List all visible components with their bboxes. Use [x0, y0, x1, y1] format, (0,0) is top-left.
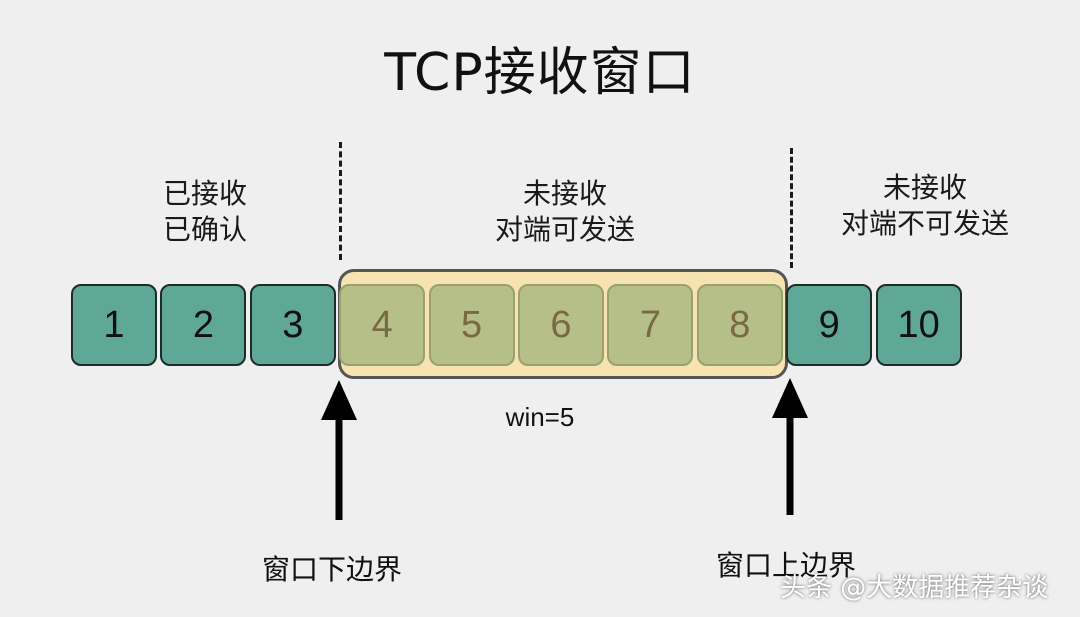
sequence-cell-3: 3	[249, 284, 336, 366]
upper-bound-label: 窗口上边界	[716, 549, 857, 582]
not-sendable-line2: 对端不可发送	[840, 207, 1009, 240]
sendable-line1: 未接收	[522, 177, 607, 210]
received-line1: 已接收	[162, 177, 247, 210]
sequence-cell-9: 9	[786, 284, 873, 366]
lower-bound-label: 窗口下边界	[262, 553, 403, 586]
sequence-cell-7: 7	[607, 284, 694, 366]
not-sendable-line1: 未接收	[882, 171, 967, 204]
sequence-cell-8: 8	[696, 284, 783, 366]
lower-boundary-divider	[339, 142, 342, 260]
sequence-cell-6: 6	[518, 284, 604, 366]
diagram-title: TCP接收窗口	[384, 43, 696, 103]
upper-boundary-arrow-icon	[772, 378, 808, 515]
sequence-cell-5: 5	[428, 284, 515, 366]
sendable-line2: 对端可发送	[494, 213, 635, 246]
upper-boundary-divider	[790, 148, 793, 268]
watermark: 头条 @大数据推荐杂谈	[780, 573, 1049, 603]
sequence-cell-10: 10	[875, 284, 962, 366]
not-sendable-region-label: 未接收 对端不可发送	[800, 170, 1050, 242]
sendable-region-label: 未接收 对端可发送	[440, 176, 690, 248]
window-size-label: win=5	[505, 402, 575, 432]
sequence-cell-1: 1	[71, 284, 157, 366]
received-line2: 已确认	[162, 213, 247, 246]
lower-boundary-arrow-icon	[321, 380, 357, 520]
received-region-label: 已接收 已确认	[110, 176, 300, 248]
sequence-cell-2: 2	[160, 284, 247, 366]
sequence-cell-4: 4	[339, 284, 426, 366]
